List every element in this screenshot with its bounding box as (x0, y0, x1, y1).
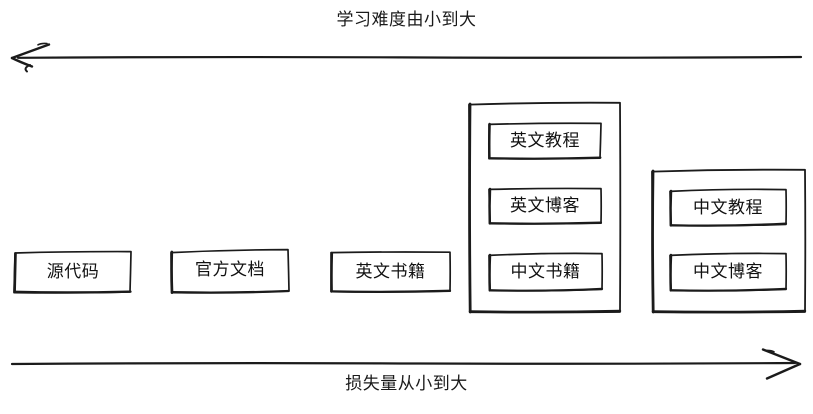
top-axis-label: 学习难度由小到大 (336, 10, 477, 30)
node-label-source-code: 源代码 (46, 262, 100, 282)
node-label-chinese-tutorials: 中文教程 (693, 198, 763, 218)
node-label-english-blogs: 英文博客 (510, 196, 580, 216)
node-box-source-code[interactable] (13, 250, 132, 294)
node-box-english-tutorials[interactable] (487, 122, 602, 160)
node-box-chinese-tutorials[interactable] (669, 188, 788, 227)
node-box-chinese-books[interactable] (488, 252, 604, 292)
node-box-official-docs[interactable] (170, 248, 290, 294)
node-label-official-docs: 官方文档 (195, 260, 265, 280)
bottom-axis-arrow (10, 348, 802, 380)
bottom-axis-label: 损失量从小到大 (345, 374, 468, 394)
node-label-english-tutorials: 英文教程 (510, 131, 580, 151)
node-label-chinese-blogs: 中文博客 (693, 262, 763, 282)
node-box-english-blogs[interactable] (488, 187, 603, 225)
node-label-english-books: 英文书籍 (355, 262, 426, 282)
node-box-chinese-blogs[interactable] (669, 252, 788, 292)
node-box-english-books[interactable] (330, 251, 452, 294)
node-label-chinese-books: 中文书籍 (510, 262, 581, 282)
top-axis-arrow (10, 42, 803, 73)
